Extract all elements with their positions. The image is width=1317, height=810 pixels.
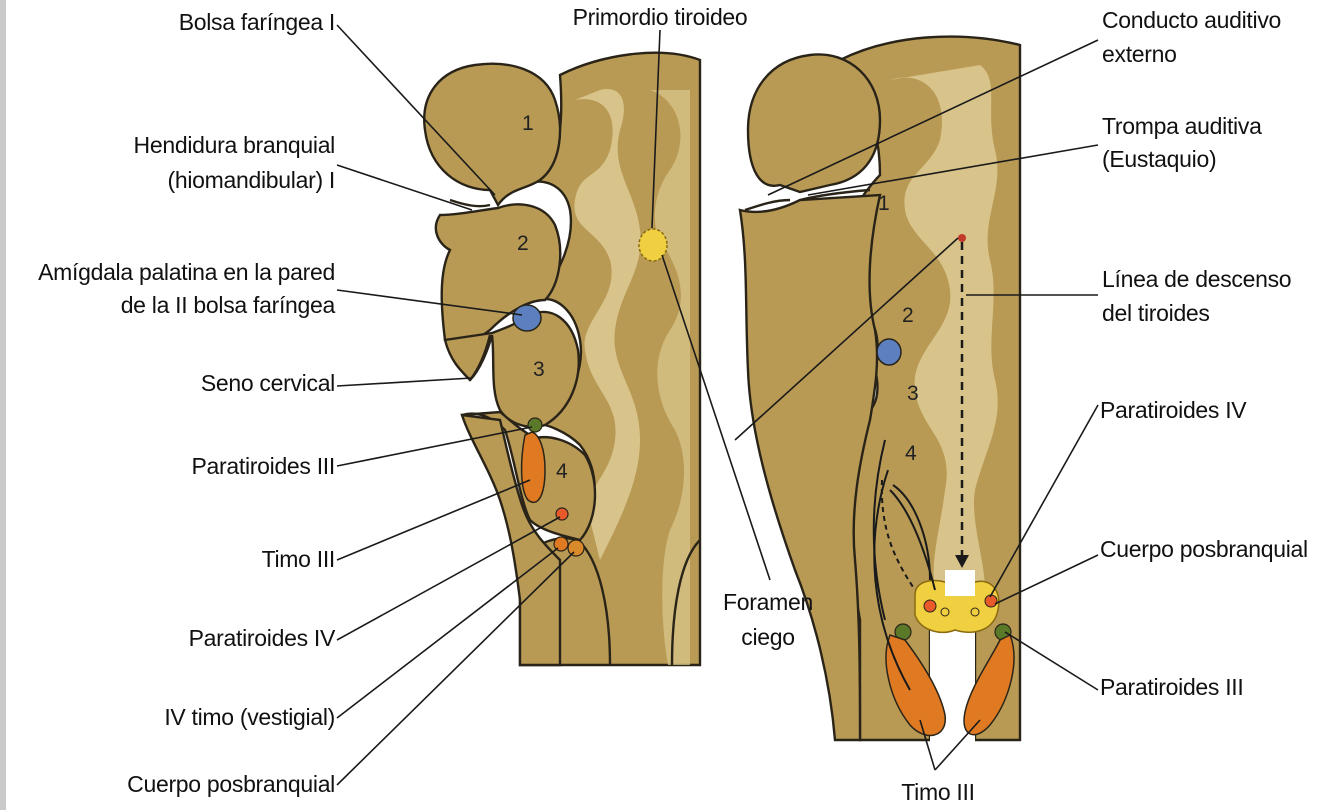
label-hendidura-2: (hiomandibular) I — [168, 167, 335, 193]
left-parathyroid-3 — [528, 418, 542, 432]
label-amigdala-2: de la II bolsa faríngea — [121, 292, 336, 318]
right-arch-1 — [748, 54, 880, 192]
left-arch-1 — [424, 64, 560, 205]
label-trompa-2: (Eustaquio) — [1102, 146, 1216, 172]
labels-left: Bolsa faríngea I Hendidura branquial (hi… — [38, 9, 336, 797]
page-edge — [0, 0, 6, 810]
label-paratiroides-3-left: Paratiroides III — [192, 453, 336, 479]
label-conducto-1: Conducto auditivo — [1102, 7, 1281, 33]
right-arch-number-3: 3 — [907, 382, 918, 405]
label-iv-timo: IV timo (vestigial) — [164, 704, 335, 730]
leader-timo-3-left — [337, 480, 530, 560]
left-tonsil — [513, 305, 541, 331]
label-cuerpo-posbranquial-right: Cuerpo posbranquial — [1100, 536, 1308, 562]
left-arch-number-4: 4 — [556, 460, 568, 483]
label-trompa-1: Trompa auditiva — [1102, 113, 1262, 139]
right-postbranchial-left — [924, 600, 936, 612]
label-paratiroides-3-right: Paratiroides III — [1100, 674, 1244, 700]
left-embryo: 1 2 3 4 — [424, 53, 700, 665]
label-foramen-2: ciego — [741, 624, 795, 650]
label-conducto-2: externo — [1102, 41, 1177, 67]
label-paratiroides-4-left: Paratiroides IV — [189, 625, 336, 651]
right-arch-number-2: 2 — [902, 304, 913, 327]
right-thyroid-dot-a — [941, 608, 949, 616]
left-arch-number-1: 1 — [522, 112, 533, 135]
leader-seno-cervical — [337, 378, 472, 386]
right-thyroid-dot-b — [971, 608, 979, 616]
label-linea-1: Línea de descenso — [1102, 266, 1291, 292]
label-seno-cervical: Seno cervical — [201, 370, 335, 396]
label-primordio-tiroideo: Primordio tiroideo — [573, 4, 748, 30]
right-thyroid-notch — [945, 570, 975, 596]
right-tonsil — [877, 339, 901, 365]
left-postbranchial — [568, 540, 584, 556]
label-paratiroides-4-right: Paratiroides IV — [1100, 397, 1247, 423]
right-arch-number-4: 4 — [905, 442, 917, 465]
leader-cuerpo-posbranquial-left — [337, 552, 574, 785]
left-arch-number-2: 2 — [517, 232, 528, 255]
label-linea-2: del tiroides — [1102, 300, 1210, 326]
left-thymus-3 — [522, 432, 545, 502]
left-arch-number-3: 3 — [533, 358, 544, 381]
label-hendidura-1: Hendidura branquial — [134, 132, 335, 158]
label-amigdala-1: Amígdala palatina en la pared — [38, 259, 335, 285]
right-neck — [740, 195, 880, 740]
label-foramen-1: Foramen — [723, 589, 813, 615]
foramen-cecum-point — [958, 234, 966, 242]
label-timo-3-right: Timo III — [901, 779, 974, 805]
right-arch-number-1: 1 — [878, 192, 889, 215]
label-bolsa-faringea: Bolsa faríngea I — [179, 9, 335, 35]
label-timo-3-left: Timo III — [262, 546, 335, 572]
label-cuerpo-posbranquial-left: Cuerpo posbranquial — [127, 771, 335, 797]
